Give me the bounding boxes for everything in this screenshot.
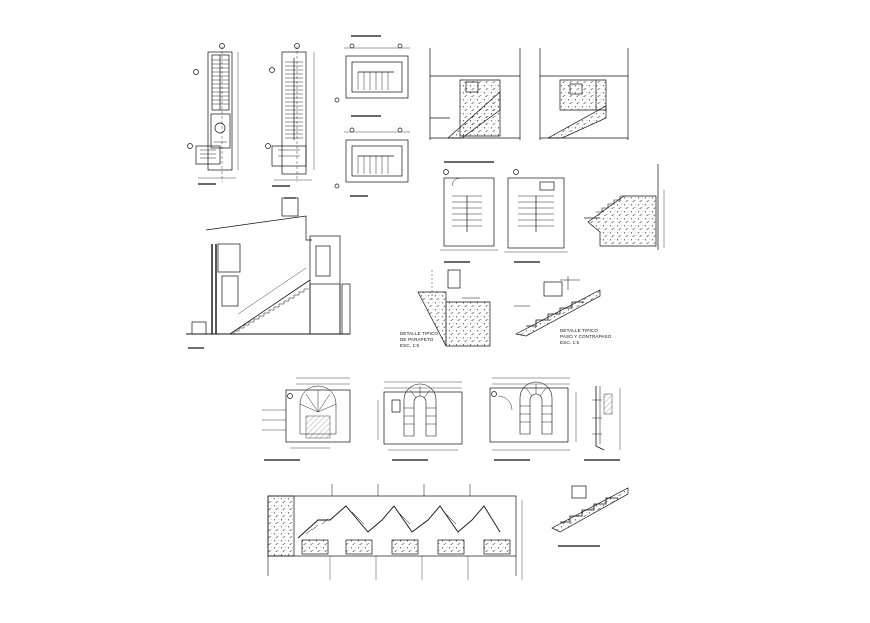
parapet-detail bbox=[417, 269, 491, 347]
stair-plan-column-2 bbox=[265, 43, 315, 187]
handrail-vertical-detail bbox=[584, 386, 621, 461]
curved-stair-plan-3 bbox=[489, 377, 577, 461]
stair-plan-middle-1 bbox=[440, 161, 498, 263]
building-elevation bbox=[186, 197, 351, 349]
tread-detail-small bbox=[551, 485, 629, 547]
long-stair-section bbox=[267, 484, 523, 580]
tread-detail-caption-scale: ESC. 1:5 bbox=[560, 340, 580, 345]
tread-detail bbox=[514, 276, 601, 337]
stair-section-hatched-2 bbox=[539, 48, 629, 140]
curved-stair-plan-1 bbox=[262, 377, 351, 461]
stair-section-hatched-1 bbox=[429, 48, 521, 140]
tread-detail-caption-line1: DETALLE TIPICO bbox=[560, 328, 598, 333]
stair-plan-levels-small bbox=[334, 35, 410, 197]
parapet-detail-caption-scale: ESC. 1:5 bbox=[400, 343, 420, 348]
stair-flight-section bbox=[584, 164, 665, 250]
stair-plan-column-1 bbox=[187, 43, 239, 185]
stair-plan-middle-2 bbox=[504, 169, 568, 263]
curved-stair-plan-2 bbox=[377, 381, 463, 461]
parapet-detail-caption-line2: DE PARAPETO bbox=[400, 337, 434, 342]
parapet-detail-caption-line1: DETALLE TIPICO bbox=[400, 331, 438, 336]
tread-detail-caption-line2: PASO Y CONTRAPASO bbox=[560, 334, 612, 339]
